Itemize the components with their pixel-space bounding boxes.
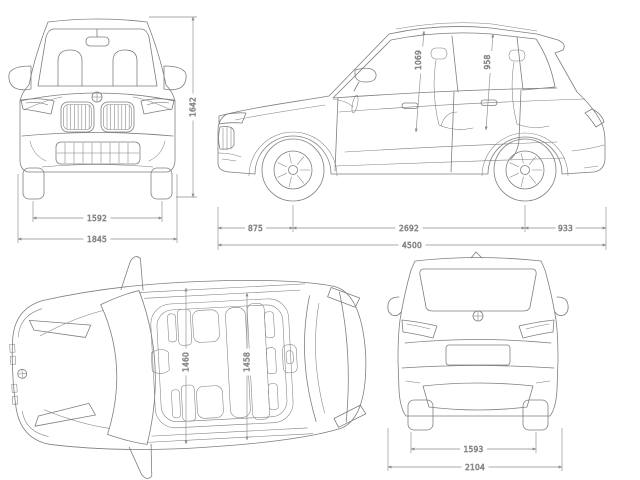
headlight-left bbox=[20, 98, 55, 115]
taillight bbox=[584, 108, 605, 128]
dim-front-overhang-label: 875 bbox=[248, 224, 263, 233]
rearview-mirror bbox=[85, 36, 110, 47]
front-seats bbox=[167, 308, 224, 422]
dim-front-interior-width-label: 1460 bbox=[182, 352, 191, 372]
interior bbox=[332, 47, 558, 153]
side-mirror-right bbox=[163, 65, 187, 91]
dim-width-incl-mirrors-label: 2104 bbox=[465, 463, 485, 472]
kidney-grille-right bbox=[100, 101, 135, 133]
rear-view-dimensions: 1593 2104 bbox=[387, 428, 563, 472]
top-car-body bbox=[9, 256, 367, 479]
side-mirror-left bbox=[387, 296, 402, 316]
door-handle-front bbox=[401, 102, 419, 109]
side-view-dimensions: 1069 958 875 2692 933 4500 bbox=[217, 30, 607, 250]
center-console bbox=[151, 349, 170, 374]
grille-slats bbox=[9, 343, 19, 405]
headlight bbox=[218, 112, 247, 125]
dim-body-width-label: 1845 bbox=[87, 235, 107, 244]
seat-right bbox=[112, 49, 138, 87]
front-wheel-right bbox=[150, 167, 173, 200]
dim-front-track-label: 1592 bbox=[87, 214, 107, 223]
dim-front-headroom-label: 1069 bbox=[414, 50, 423, 70]
rear-car-body bbox=[387, 251, 569, 431]
side-view-drawing: 1069 958 875 2692 933 4500 bbox=[217, 22, 607, 250]
front-view-drawing: 1592 1845 1642 bbox=[8, 16, 198, 244]
dim-rear-track-label: 1593 bbox=[464, 445, 484, 454]
dim-rear-headroom-label: 958 bbox=[483, 55, 492, 70]
headlight-left bbox=[29, 319, 92, 338]
rear-view-drawing: 1593 2104 bbox=[387, 251, 569, 472]
dim-rear-overhang-label: 933 bbox=[558, 224, 573, 233]
front-view-dimensions: 1592 1845 1642 bbox=[17, 16, 198, 244]
panoramic-roof bbox=[150, 298, 294, 429]
top-view-drawing: 1460 1458 bbox=[9, 256, 367, 479]
front-wheel bbox=[261, 138, 325, 202]
front-wheel-left bbox=[22, 167, 45, 200]
kidney-grille-left bbox=[60, 101, 95, 133]
headlight-right bbox=[140, 98, 175, 115]
side-mirror bbox=[353, 67, 377, 92]
front-car-body bbox=[8, 18, 187, 200]
rear-wheel-right bbox=[522, 399, 549, 431]
taillight-left bbox=[327, 287, 361, 308]
side-mirror-right bbox=[554, 296, 569, 316]
side-mirror-left bbox=[8, 65, 32, 91]
dim-overall-length-label: 4500 bbox=[402, 241, 422, 250]
taillight-right bbox=[518, 319, 555, 339]
side-mirror-left bbox=[120, 256, 144, 291]
dim-overall-height-label: 1642 bbox=[189, 97, 198, 117]
seat-left bbox=[57, 49, 83, 87]
taillight-left bbox=[401, 319, 438, 339]
taillight-right bbox=[333, 404, 367, 428]
kidney-grille bbox=[218, 126, 235, 150]
headlight-right bbox=[34, 402, 96, 427]
antenna-fin bbox=[470, 251, 483, 259]
dim-rear-interior-width-label: 1458 bbox=[243, 352, 252, 372]
rear-wheel-left bbox=[407, 399, 434, 431]
lower-air-intake bbox=[55, 141, 141, 165]
license-plate-recess bbox=[445, 344, 511, 366]
dim-wheelbase-label: 2692 bbox=[399, 224, 419, 233]
top-view-dimensions: 1460 1458 bbox=[181, 287, 252, 445]
side-mirror-right bbox=[128, 443, 153, 479]
windshield bbox=[37, 28, 158, 87]
skid-plate bbox=[422, 382, 534, 411]
rear-wheel bbox=[493, 138, 557, 202]
rear-window bbox=[419, 268, 537, 312]
side-car-body bbox=[217, 22, 606, 202]
